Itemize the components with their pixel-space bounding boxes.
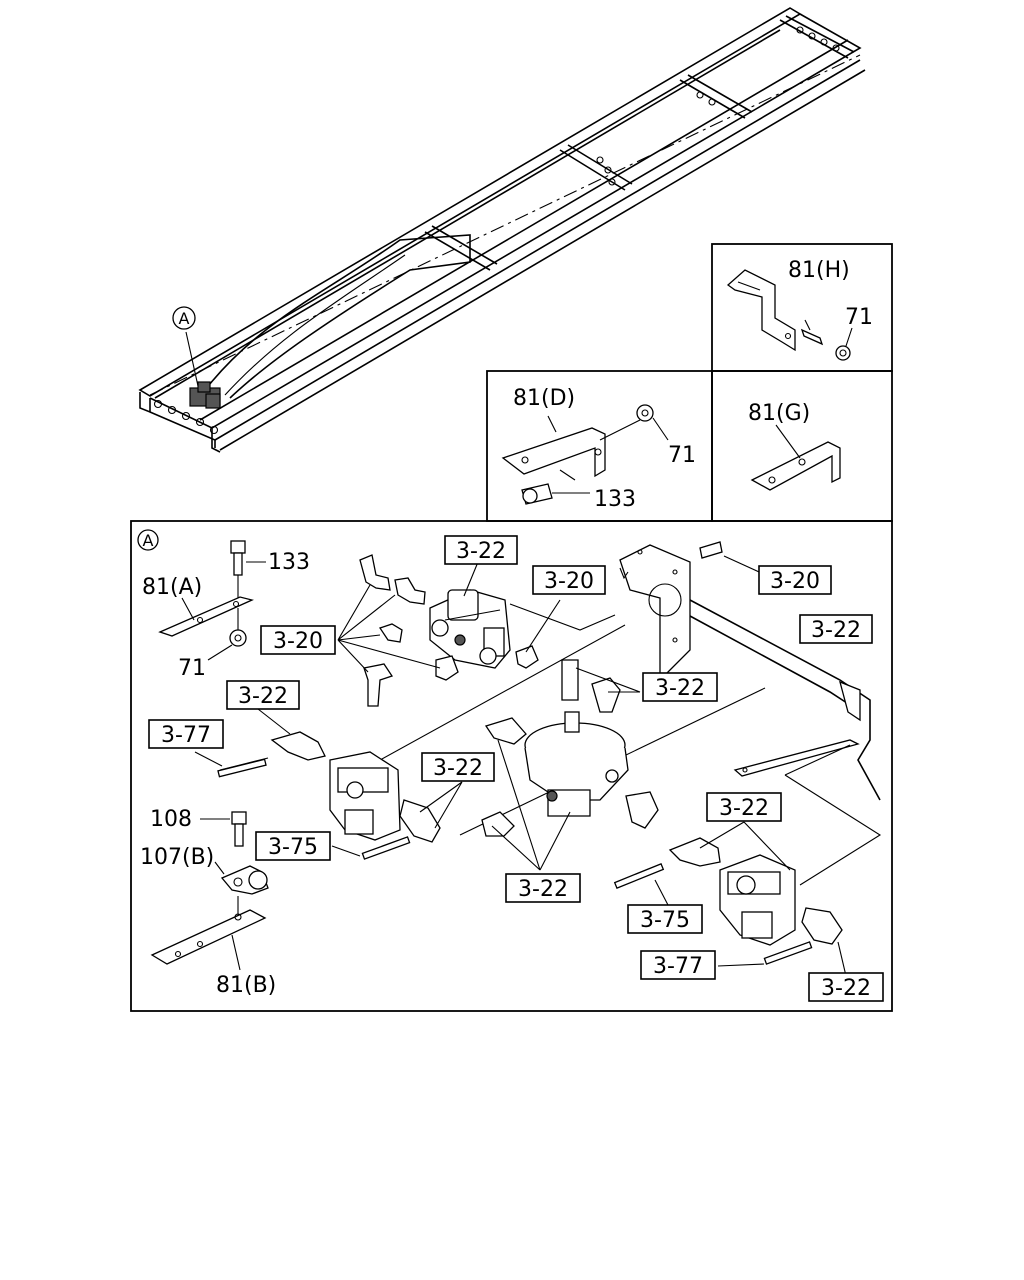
bolt-133-label: 133 xyxy=(268,550,310,575)
callout-a-text: A xyxy=(179,309,190,328)
ref-box: 3-22 xyxy=(226,680,300,710)
ref-box: 3-22 xyxy=(706,792,782,822)
ref-text: 3-22 xyxy=(719,796,769,821)
panel-bracket-h: 81(H) 71 xyxy=(711,243,893,372)
bolt-133-d-label: 133 xyxy=(594,487,636,512)
bracket-81h-label: 81(H) xyxy=(788,258,850,283)
ref-box: 3-75 xyxy=(255,831,331,861)
nut-71-d-label: 71 xyxy=(668,443,696,468)
panel-bracket-d: 81(D) 71 133 xyxy=(486,370,713,522)
bracket-81b-label: 81(B) xyxy=(216,973,276,998)
detail-a-title: A xyxy=(143,531,154,550)
bracket-81d-label: 81(D) xyxy=(513,386,575,411)
ref-text: 3-22 xyxy=(433,756,483,781)
fittings-3-20-group xyxy=(337,554,561,707)
ref-text: 3-77 xyxy=(653,954,703,979)
ref-text: 3-22 xyxy=(518,877,568,902)
ref-text: 3-75 xyxy=(268,835,318,860)
nut-71-label: 71 xyxy=(178,656,206,681)
ref-text: 3-22 xyxy=(821,976,871,1001)
ref-text: 3-22 xyxy=(238,684,288,709)
frame-bracket-large xyxy=(619,541,881,801)
ref-text: 3-77 xyxy=(161,723,211,748)
ref-text: 3-20 xyxy=(544,569,594,594)
relay-valve-right xyxy=(613,821,847,977)
ref-box: 3-20 xyxy=(758,565,832,595)
relay-valve-upper xyxy=(429,589,511,669)
panel-bracket-g: 81(G) xyxy=(711,370,893,522)
bracket-81a-assembly: 133 81(A) 71 xyxy=(142,540,310,681)
clip-107b-assembly: 108 107(B) 81(B) xyxy=(140,807,276,998)
ref-box: 3-22 xyxy=(421,752,495,782)
ref-box: 3-77 xyxy=(148,719,224,749)
ref-box: 3-22 xyxy=(642,672,718,702)
bracket-81g-label: 81(G) xyxy=(748,401,810,426)
ref-text: 3-20 xyxy=(273,629,323,654)
relay-valve-center xyxy=(481,659,659,871)
reference-boxes: 3-22 3-20 3-20 3-20 3-22 3-22 3-22 3-77 … xyxy=(148,535,884,1002)
clip-107b-label: 107(B) xyxy=(140,845,214,870)
ref-box: 3-22 xyxy=(808,972,884,1002)
bolt-108-label: 108 xyxy=(150,807,192,832)
ref-text: 3-20 xyxy=(770,569,820,594)
ref-box: 3-75 xyxy=(627,904,703,934)
ref-text: 3-22 xyxy=(456,539,506,564)
ref-box: 3-22 xyxy=(505,873,581,903)
ref-box: 3-20 xyxy=(532,565,606,595)
chassis-frame xyxy=(138,7,866,453)
ref-box: 3-22 xyxy=(444,535,518,565)
relay-valve-left xyxy=(194,708,463,860)
ref-text: 3-22 xyxy=(811,618,861,643)
ref-text: 3-75 xyxy=(640,908,690,933)
ref-box: 3-77 xyxy=(640,950,716,980)
detail-a-panel: A 133 81(A) 71 xyxy=(130,520,893,1012)
ref-box: 3-20 xyxy=(260,625,336,655)
bracket-81a-label: 81(A) xyxy=(142,575,202,600)
callout-a-marker: A xyxy=(172,306,196,330)
ref-box: 3-22 xyxy=(799,614,873,644)
nut-71-h-label: 71 xyxy=(845,305,873,330)
ref-text: 3-22 xyxy=(655,676,705,701)
valve-cluster-location xyxy=(189,381,221,409)
